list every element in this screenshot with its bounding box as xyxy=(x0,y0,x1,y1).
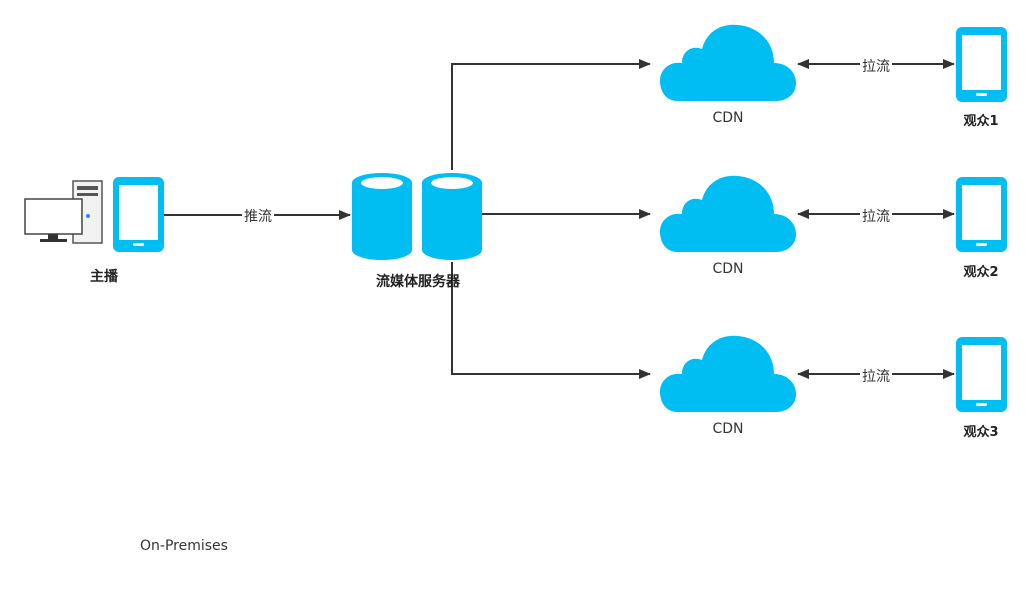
pull-stream-label-2: 拉流 xyxy=(860,206,892,226)
viewer-label-3: 观众3 xyxy=(963,425,999,440)
broadcaster-phone-icon xyxy=(113,177,164,252)
viewer-label-2: 观众2 xyxy=(963,265,999,280)
cdn-cloud-icon xyxy=(660,335,796,412)
cdn-cloud-icon xyxy=(660,175,796,252)
server-database-icon xyxy=(352,173,412,260)
cdn-label-2: CDN xyxy=(712,261,744,277)
server-cdn3-edge xyxy=(451,262,651,379)
push-stream-label: 推流 xyxy=(242,206,274,226)
cdn-cloud-icon xyxy=(660,24,796,102)
pull-stream-label-3: 拉流 xyxy=(860,366,892,386)
pull-stream-label-1: 拉流 xyxy=(860,56,892,76)
server-database-icon xyxy=(422,173,482,260)
viewer-phone-icon xyxy=(956,177,1007,252)
viewer-phone-icon xyxy=(956,27,1007,102)
server-label: 流媒体服务器 xyxy=(376,274,460,290)
cdn-label-3: CDN xyxy=(712,421,744,437)
server-cdn1-edge xyxy=(451,59,651,170)
viewer-label-1: 观众1 xyxy=(963,114,999,129)
viewer-phone-icon xyxy=(956,337,1007,412)
footer-text: On-Premises xyxy=(140,538,228,554)
desktop-computer-icon xyxy=(24,180,103,244)
cdn-label-1: CDN xyxy=(712,110,744,126)
broadcaster-label: 主播 xyxy=(90,269,118,285)
